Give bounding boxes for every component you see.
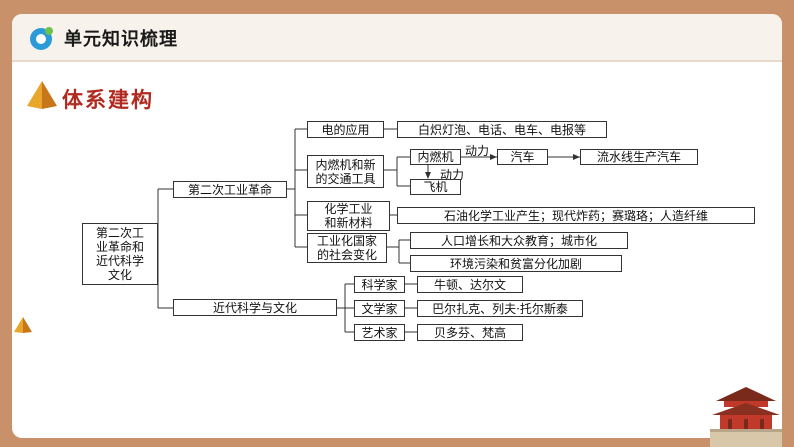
node-scientists: 科学家 [354,276,405,293]
node-engine-transport: 内燃机和新 的交通工具 [307,155,384,188]
header-title: 单元知识梳理 [64,29,178,50]
branch-industrial-revolution: 第二次工业革命 [173,181,287,198]
node-scientists-result: 牛顿、达尔文 [417,276,523,293]
node-electricity: 电的应用 [307,121,384,138]
header-bar: 单元知识梳理 [12,14,782,62]
small-pyramid-icon [14,317,32,333]
node-assembly-line: 流水线生产汽车 [580,149,698,165]
node-chemical: 化学工业 和新材料 [307,201,390,231]
edge-label-power-2: 动力 [440,168,465,182]
node-car: 汽车 [497,149,548,165]
node-artists: 艺术家 [354,324,405,341]
node-chemical-result: 石油化学工业产生；现代炸药；赛璐珞；人造纤维 [397,207,755,224]
edge-label-power-1: 动力 [465,144,490,158]
node-airplane: 飞机 [410,179,461,195]
node-artists-result: 贝多芬、梵高 [417,324,523,341]
node-society-result-1: 人口增长和大众教育；城市化 [410,232,628,249]
section-title: 体系建构 [62,88,154,112]
palace-illustration [710,387,782,447]
root-node: 第二次工 业革命和 近代科学 文化 [82,223,158,285]
branch-science-culture: 近代科学与文化 [173,299,337,316]
node-society-result-2: 环境污染和贫富分化加剧 [410,255,622,272]
node-writers: 文学家 [354,300,405,317]
node-society: 工业化国家 的社会变化 [307,233,387,263]
pyramid-icon [27,81,57,109]
logo-icon [30,27,53,50]
node-electricity-result: 白炽灯泡、电话、电车、电报等 [397,121,607,138]
node-writers-result: 巴尔扎克、列夫·托尔斯泰 [417,300,583,317]
node-engine: 内燃机 [410,149,461,165]
